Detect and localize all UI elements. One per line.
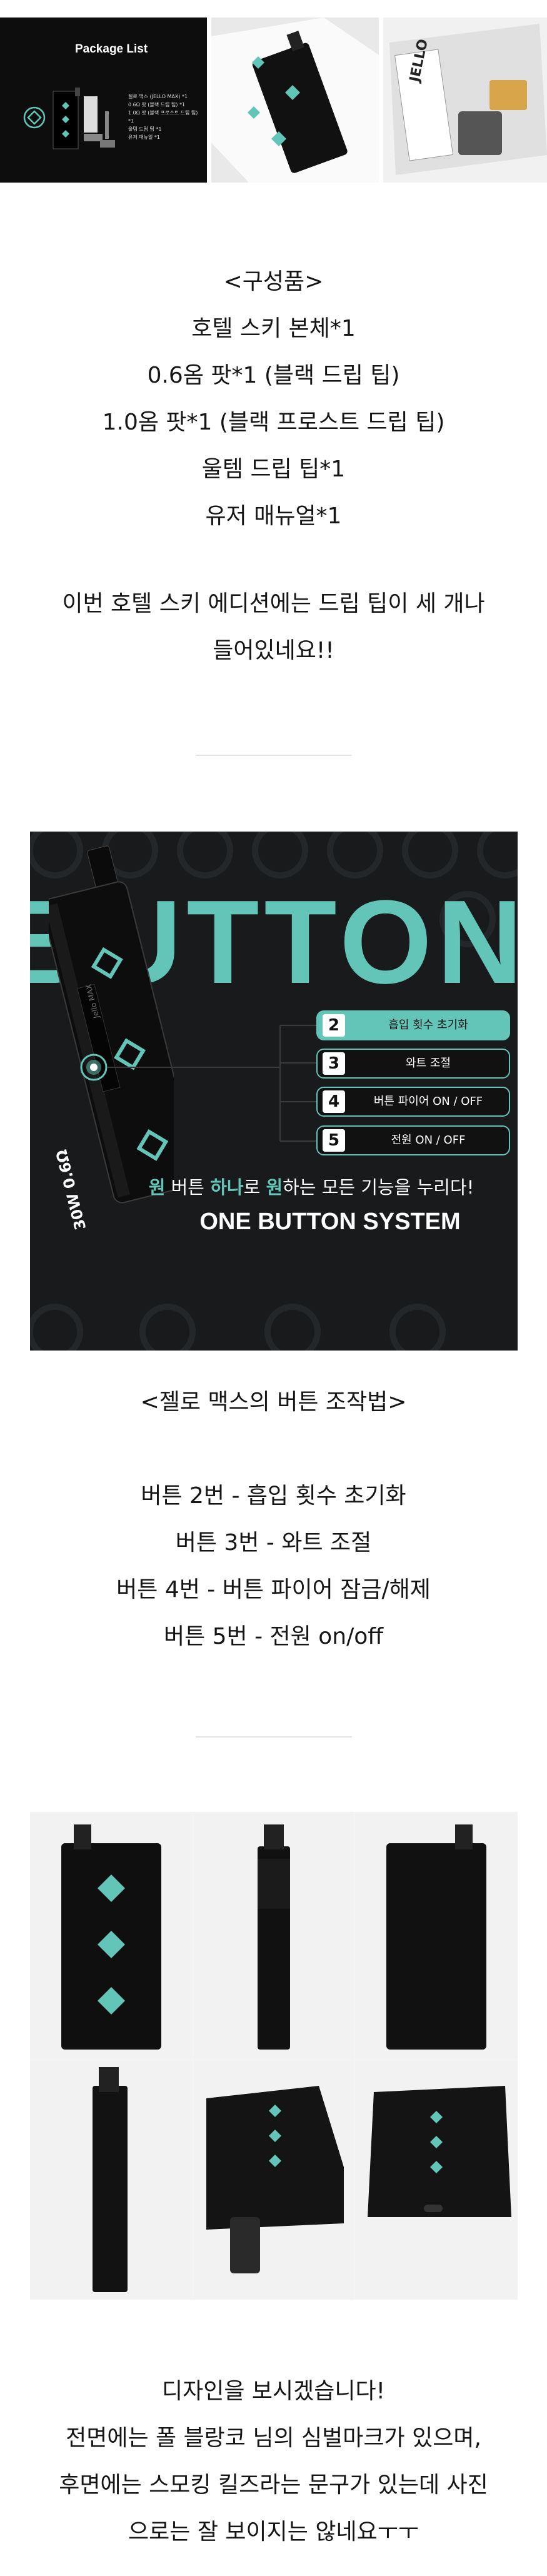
component-item: 1.0옴 팟*1 (블랙 프로스트 드립 팁) [102, 410, 445, 435]
package-item: 0.6Ω 팟 (블랙 드립 팁) *1 [128, 102, 186, 108]
section-divider [196, 755, 352, 756]
component-item: 울템 드립 팁*1 [201, 456, 346, 482]
slogan-highlight: 원 [266, 1177, 283, 1198]
button-guide-item: 버튼 3번 - 와트 조절 [175, 1530, 372, 1556]
top-angle-photo [194, 2061, 354, 2300]
package-item: 1.0Ω 팟 (블랙 프로스트 드립 팁) *1 [128, 110, 198, 124]
component-item: 0.6옴 팟*1 (블랙 드립 팁) [147, 363, 400, 388]
component-item: 호텔 스키 본체*1 [191, 316, 356, 341]
design-note-section: 디자인을 보시겠습니다! 전면에는 폴 블랑코 님의 심벌마크가 있으며, 후면… [0, 2368, 547, 2555]
design-note-line: 전면에는 폴 블랑코 님의 심벌마크가 있으며, [66, 2425, 481, 2451]
slogan-highlight: 원 [148, 1177, 166, 1198]
option-label: 흡입 횟수 초기화 [388, 1019, 468, 1032]
package-list-thumbnail[interactable]: Package List 젤로 맥스 (JELLO MAX) *1 0.6Ω 팟… [0, 18, 207, 183]
package-item: 젤로 맥스 (JELLO MAX) *1 [128, 94, 188, 99]
package-item-list: 젤로 맥스 (JELLO MAX) *1 0.6Ω 팟 (블랙 드립 팁) *1… [128, 93, 204, 141]
note-section: 이번 호텔 스키 에디션에는 드립 팁이 세 개나 들어있네요!! [0, 580, 547, 674]
back-view-photo [355, 1812, 518, 2059]
design-note-line: 으로는 잘 보이지는 않네요ㅜㅜ [128, 2519, 419, 2545]
option-power: 5 전원 ON / OFF [316, 1125, 510, 1155]
slogan-text: 하는 모든 기능을 누리다! [283, 1177, 474, 1198]
button-guide-item: 버튼 5번 - 전원 on/off [163, 1624, 384, 1649]
connector-lines [80, 1025, 316, 1142]
thin-side-photo [30, 2061, 193, 2300]
button-guide-item: 버튼 2번 - 흡입 횟수 초기화 [141, 1483, 406, 1509]
front-view-photo [30, 1812, 193, 2059]
device-box-graphic [211, 18, 379, 183]
box-photo-thumbnail[interactable] [211, 18, 379, 183]
package-item: 울템 드립 팁 *1 [128, 126, 162, 132]
one-button-system-title: ONE BUTTON SYSTEM [199, 1209, 461, 1235]
components-section: <구성품> 호텔 스키 본체*1 0.6옴 팟*1 (블랙 드립 팁) 1.0옴… [0, 258, 547, 540]
option-reset-puffs: 2 흡입 횟수 초기화 [316, 1010, 510, 1040]
slogan-highlight: 하나 [210, 1177, 244, 1198]
option-fire-lock: 4 버튼 파이어 ON / OFF [316, 1087, 510, 1117]
components-heading: <구성품> [223, 269, 324, 294]
option-label: 전원 ON / OFF [391, 1134, 466, 1147]
package-list-title: Package List [75, 43, 148, 56]
device-graphic [49, 845, 174, 1204]
design-note-line: 디자인을 보시겠습니다! [161, 2378, 386, 2404]
package-item: 유저 매뉴얼 *1 [128, 134, 160, 140]
button-guide-heading: <젤로 맥스의 버튼 조작법> [140, 1389, 407, 1415]
option-wattage: 3 와트 조절 [316, 1049, 510, 1079]
button-guide-list: 버튼 2번 - 흡입 횟수 초기화 버튼 3번 - 와트 조절 버튼 4번 - … [0, 1472, 547, 1660]
component-item: 유저 매뉴얼*1 [205, 503, 342, 529]
packaging-graphic [389, 24, 547, 175]
note-line: 이번 호텔 스키 에디션에는 드립 팁이 세 개나 [62, 591, 485, 616]
design-photo-grid[interactable] [30, 1812, 518, 2300]
package-contents-graphic [23, 88, 115, 149]
note-line: 들어있네요!! [213, 638, 334, 663]
option-number: 3 [323, 1052, 345, 1075]
slogan: 원 버튼 하나로 원하는 모든 기능을 누리다! [105, 1173, 518, 1199]
section-divider [196, 1736, 352, 1738]
bottom-port-photo [355, 2061, 518, 2300]
option-label: 와트 조절 [406, 1057, 451, 1070]
slogan-text: 로 [243, 1177, 266, 1198]
slogan-text: 버튼 [165, 1177, 211, 1198]
side-view-photo [194, 1812, 354, 2059]
option-number: 4 [323, 1090, 345, 1113]
button-system-image[interactable]: BUTTON Jello MAX 30W 0.6Ω 2 흡입 횟수 초기화 [30, 832, 518, 1351]
option-number: 2 [323, 1014, 345, 1037]
option-label: 버튼 파이어 ON / OFF [373, 1095, 483, 1108]
design-note-line: 후면에는 스모킹 킬즈라는 문구가 있는데 사진 [59, 2472, 488, 2498]
packaging-photo-thumbnail[interactable]: JELLO [383, 18, 547, 183]
option-number: 5 [323, 1129, 345, 1152]
button-guide-item: 버튼 4번 - 버튼 파이어 잠금/해제 [116, 1577, 431, 1602]
button-guide-section: <젤로 맥스의 버튼 조작법> [0, 1379, 547, 1426]
